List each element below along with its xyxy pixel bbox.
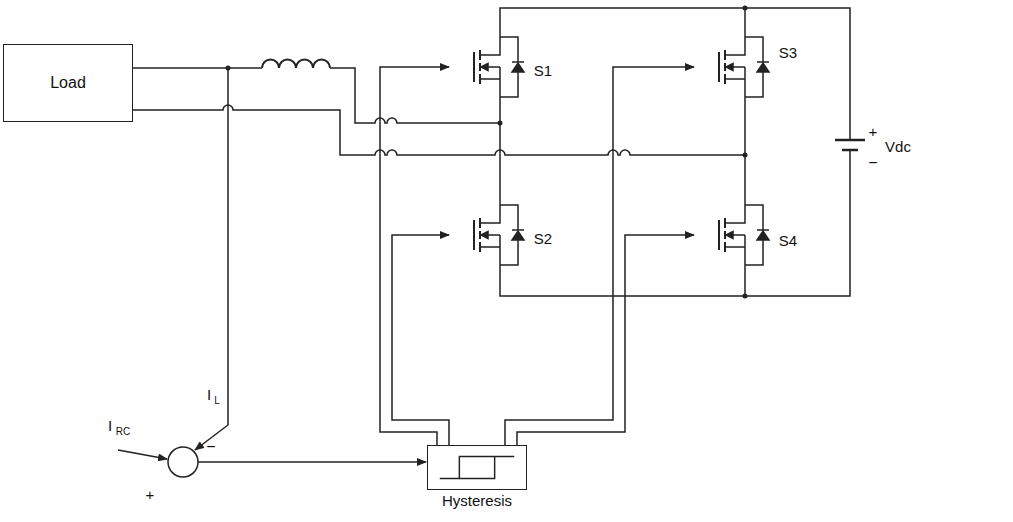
source-label: Vdc: [885, 139, 911, 154]
signal-name: I: [108, 418, 112, 433]
hysteresis-loop: [428, 446, 526, 489]
polarity-sign: +: [869, 124, 878, 139]
switch-label: S3: [779, 45, 797, 60]
battery-symbol: [835, 139, 865, 142]
battery-symbol: [842, 149, 858, 152]
junction-dot: [498, 121, 503, 126]
mosfet-symbol: [719, 32, 769, 107]
box-label: Load: [50, 74, 86, 92]
polarity-sign: +: [146, 487, 155, 502]
inductor-symbol: [262, 60, 330, 69]
dc-rail: [500, 8, 850, 140]
signal-subscript: L: [214, 396, 220, 406]
load-box: Load: [3, 44, 133, 122]
polarity-sign: −: [868, 155, 877, 171]
reference-arrow: [118, 450, 167, 459]
gate-wire: [392, 235, 449, 445]
summing-junction: [168, 447, 198, 477]
switch-label: S2: [534, 231, 552, 246]
load-wire: [133, 67, 262, 69]
dc-rail: [500, 150, 850, 296]
switch-label: S4: [779, 233, 797, 248]
junction-dot: [226, 66, 231, 71]
junction-dot: [743, 6, 748, 11]
switch-label: S1: [534, 63, 552, 78]
gate-wire: [505, 67, 694, 445]
block-caption: Hysteresis: [442, 492, 512, 509]
signal-name: I: [207, 387, 211, 402]
mosfet-symbol: [474, 200, 524, 275]
junction-dot: [743, 153, 748, 158]
signal-subscript: RC: [116, 427, 130, 437]
load-wire: [133, 105, 745, 155]
gate-wire: [517, 235, 694, 445]
leg-wire: [500, 107, 745, 200]
load-wire: [330, 68, 500, 123]
mosfet-symbol: [719, 200, 769, 275]
junction-dot: [743, 294, 748, 299]
current-sense-arrow: [195, 68, 228, 450]
mosfet-symbol: [474, 32, 524, 107]
error-wire: [198, 461, 426, 463]
hysteresis-box: Hysteresis: [427, 445, 527, 490]
polarity-sign: −: [206, 439, 215, 455]
